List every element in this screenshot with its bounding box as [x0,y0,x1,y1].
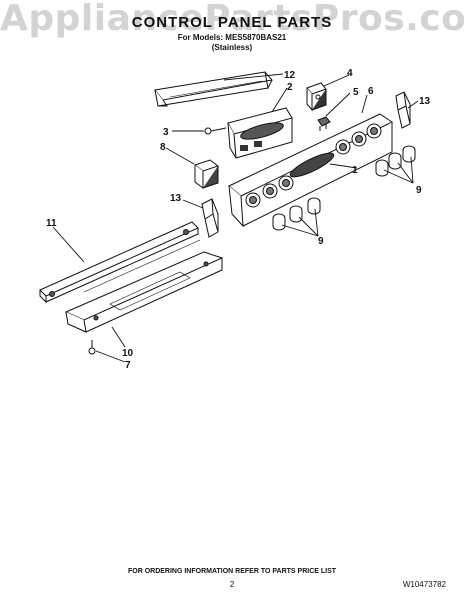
callout-1: 1 [352,165,358,176]
model-line: For Models: MES5870BAS21 [177,33,287,42]
callout-3: 3 [163,127,169,138]
callout-9-right: 9 [416,185,422,196]
callout-13-right: 13 [419,96,431,107]
control-panel-part [228,113,394,228]
page-title: CONTROL PANEL PARTS [131,14,333,31]
rocker-switch-part [306,82,327,112]
callout-7: 7 [125,360,131,371]
callout-11: 11 [46,218,57,229]
variant-line: (Stainless) [211,43,253,52]
watermark-text: AppliancePartsPros.com [0,0,464,39]
screw-7-part [88,340,96,355]
document-number: W10473782 [402,580,446,589]
callout-9-lower: 9 [318,236,324,247]
callout-6: 6 [368,86,374,97]
callout-8: 8 [160,142,166,153]
control-board-part [227,107,293,159]
callout-13-left: 13 [170,193,182,204]
clip-5-part [317,116,331,131]
callout-4: 4 [347,68,353,79]
base-bracket-part [64,239,224,333]
knobs-right-part [375,145,416,177]
ordering-note: FOR ORDERING INFORMATION REFER TO PARTS … [127,568,337,575]
end-cap-left-part [201,198,219,238]
callout-12: 12 [284,70,296,81]
trim-bracket-part [154,71,273,107]
screw-3-part [204,127,227,135]
knobs-lower-part [272,197,321,231]
callout-2: 2 [287,82,293,93]
callout-5: 5 [353,87,359,98]
switch-block-part [193,159,220,189]
long-bracket-part [39,221,199,304]
page-number: 2 [229,580,235,589]
callout-10: 10 [122,348,134,359]
end-cap-right-part [395,91,411,129]
